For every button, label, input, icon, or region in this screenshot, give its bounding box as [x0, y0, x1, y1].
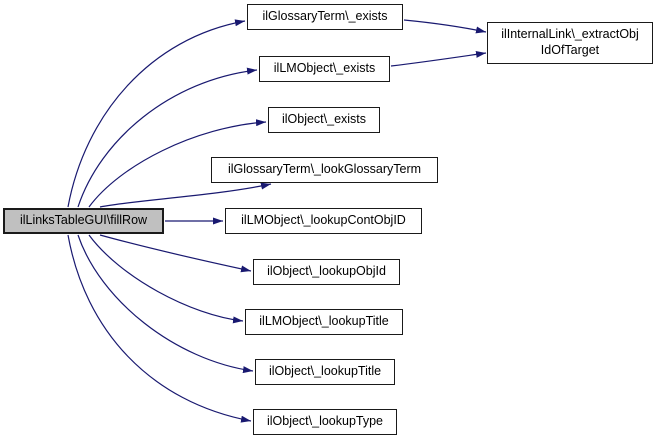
- edge-ilglossaryterm-exists-to-ilinternallink-extractobjidoftarget: [403, 19, 487, 34]
- node-illmobject-lookupcontobjid[interactable]: ilLMObject\_lookupContObjID: [225, 208, 422, 234]
- node-label: ilObject\_lookupObjId: [267, 264, 386, 279]
- node-ilinternallink-extractobjidoftarget[interactable]: ilInternalLink\_extractObj IdOfTarget: [487, 22, 653, 64]
- node-ilglossaryterm-lookglossaryterm[interactable]: ilGlossaryTerm\_lookGlossaryTerm: [211, 157, 438, 183]
- node-ilobject-lookuptype[interactable]: ilObject\_lookupType: [253, 409, 397, 435]
- node-label: ilObject\_lookupTitle: [268, 364, 382, 379]
- edge-illinkstablegui-fillrow-to-ilglossaryterm-exists: [67, 19, 246, 208]
- node-illinkstablegui-fillrow[interactable]: ilLinksTableGUI\fillRow: [3, 208, 164, 234]
- edge-illmobject-exists-to-ilinternallink-extractobjidoftarget: [390, 50, 487, 67]
- node-label: ilLMObject\_lookupTitle: [259, 314, 389, 329]
- edge-illinkstablegui-fillrow-to-ilglossaryterm-lookglossaryterm: [99, 182, 272, 208]
- node-ilglossaryterm-exists[interactable]: ilGlossaryTerm\_exists: [247, 4, 403, 30]
- node-illmobject-lookuptitle[interactable]: ilLMObject\_lookupTitle: [245, 309, 403, 335]
- node-ilobject-lookupobjid[interactable]: ilObject\_lookupObjId: [253, 259, 400, 285]
- node-label: ilLMObject\_exists: [273, 61, 376, 76]
- node-ilobject-exists[interactable]: ilObject\_exists: [268, 107, 380, 133]
- edge-illinkstablegui-fillrow-to-ilobject-lookuptype: [67, 234, 252, 423]
- node-ilobject-lookuptitle[interactable]: ilObject\_lookupTitle: [255, 359, 395, 385]
- edge-illinkstablegui-fillrow-to-illmobject-lookuptitle: [88, 234, 244, 324]
- node-label: ilGlossaryTerm\_lookGlossaryTerm: [227, 162, 422, 177]
- node-label: ilObject\_exists: [281, 112, 367, 127]
- edge-illinkstablegui-fillrow-to-ilobject-exists: [88, 119, 267, 208]
- node-label: ilInternalLink\_extractObj IdOfTarget: [501, 27, 639, 57]
- node-label: ilLMObject\_lookupContObjID: [241, 213, 406, 228]
- node-label: ilObject\_lookupType: [266, 414, 384, 429]
- edge-illinkstablegui-fillrow-to-illmobject-exists: [77, 67, 258, 208]
- node-illmobject-exists[interactable]: ilLMObject\_exists: [259, 56, 390, 82]
- node-label: ilGlossaryTerm\_exists: [262, 9, 388, 24]
- node-label: ilLinksTableGUI\fillRow: [19, 213, 148, 228]
- edge-illinkstablegui-fillrow-to-ilobject-lookupobjid: [99, 234, 252, 273]
- edge-illinkstablegui-fillrow-to-ilobject-lookuptitle: [77, 234, 254, 374]
